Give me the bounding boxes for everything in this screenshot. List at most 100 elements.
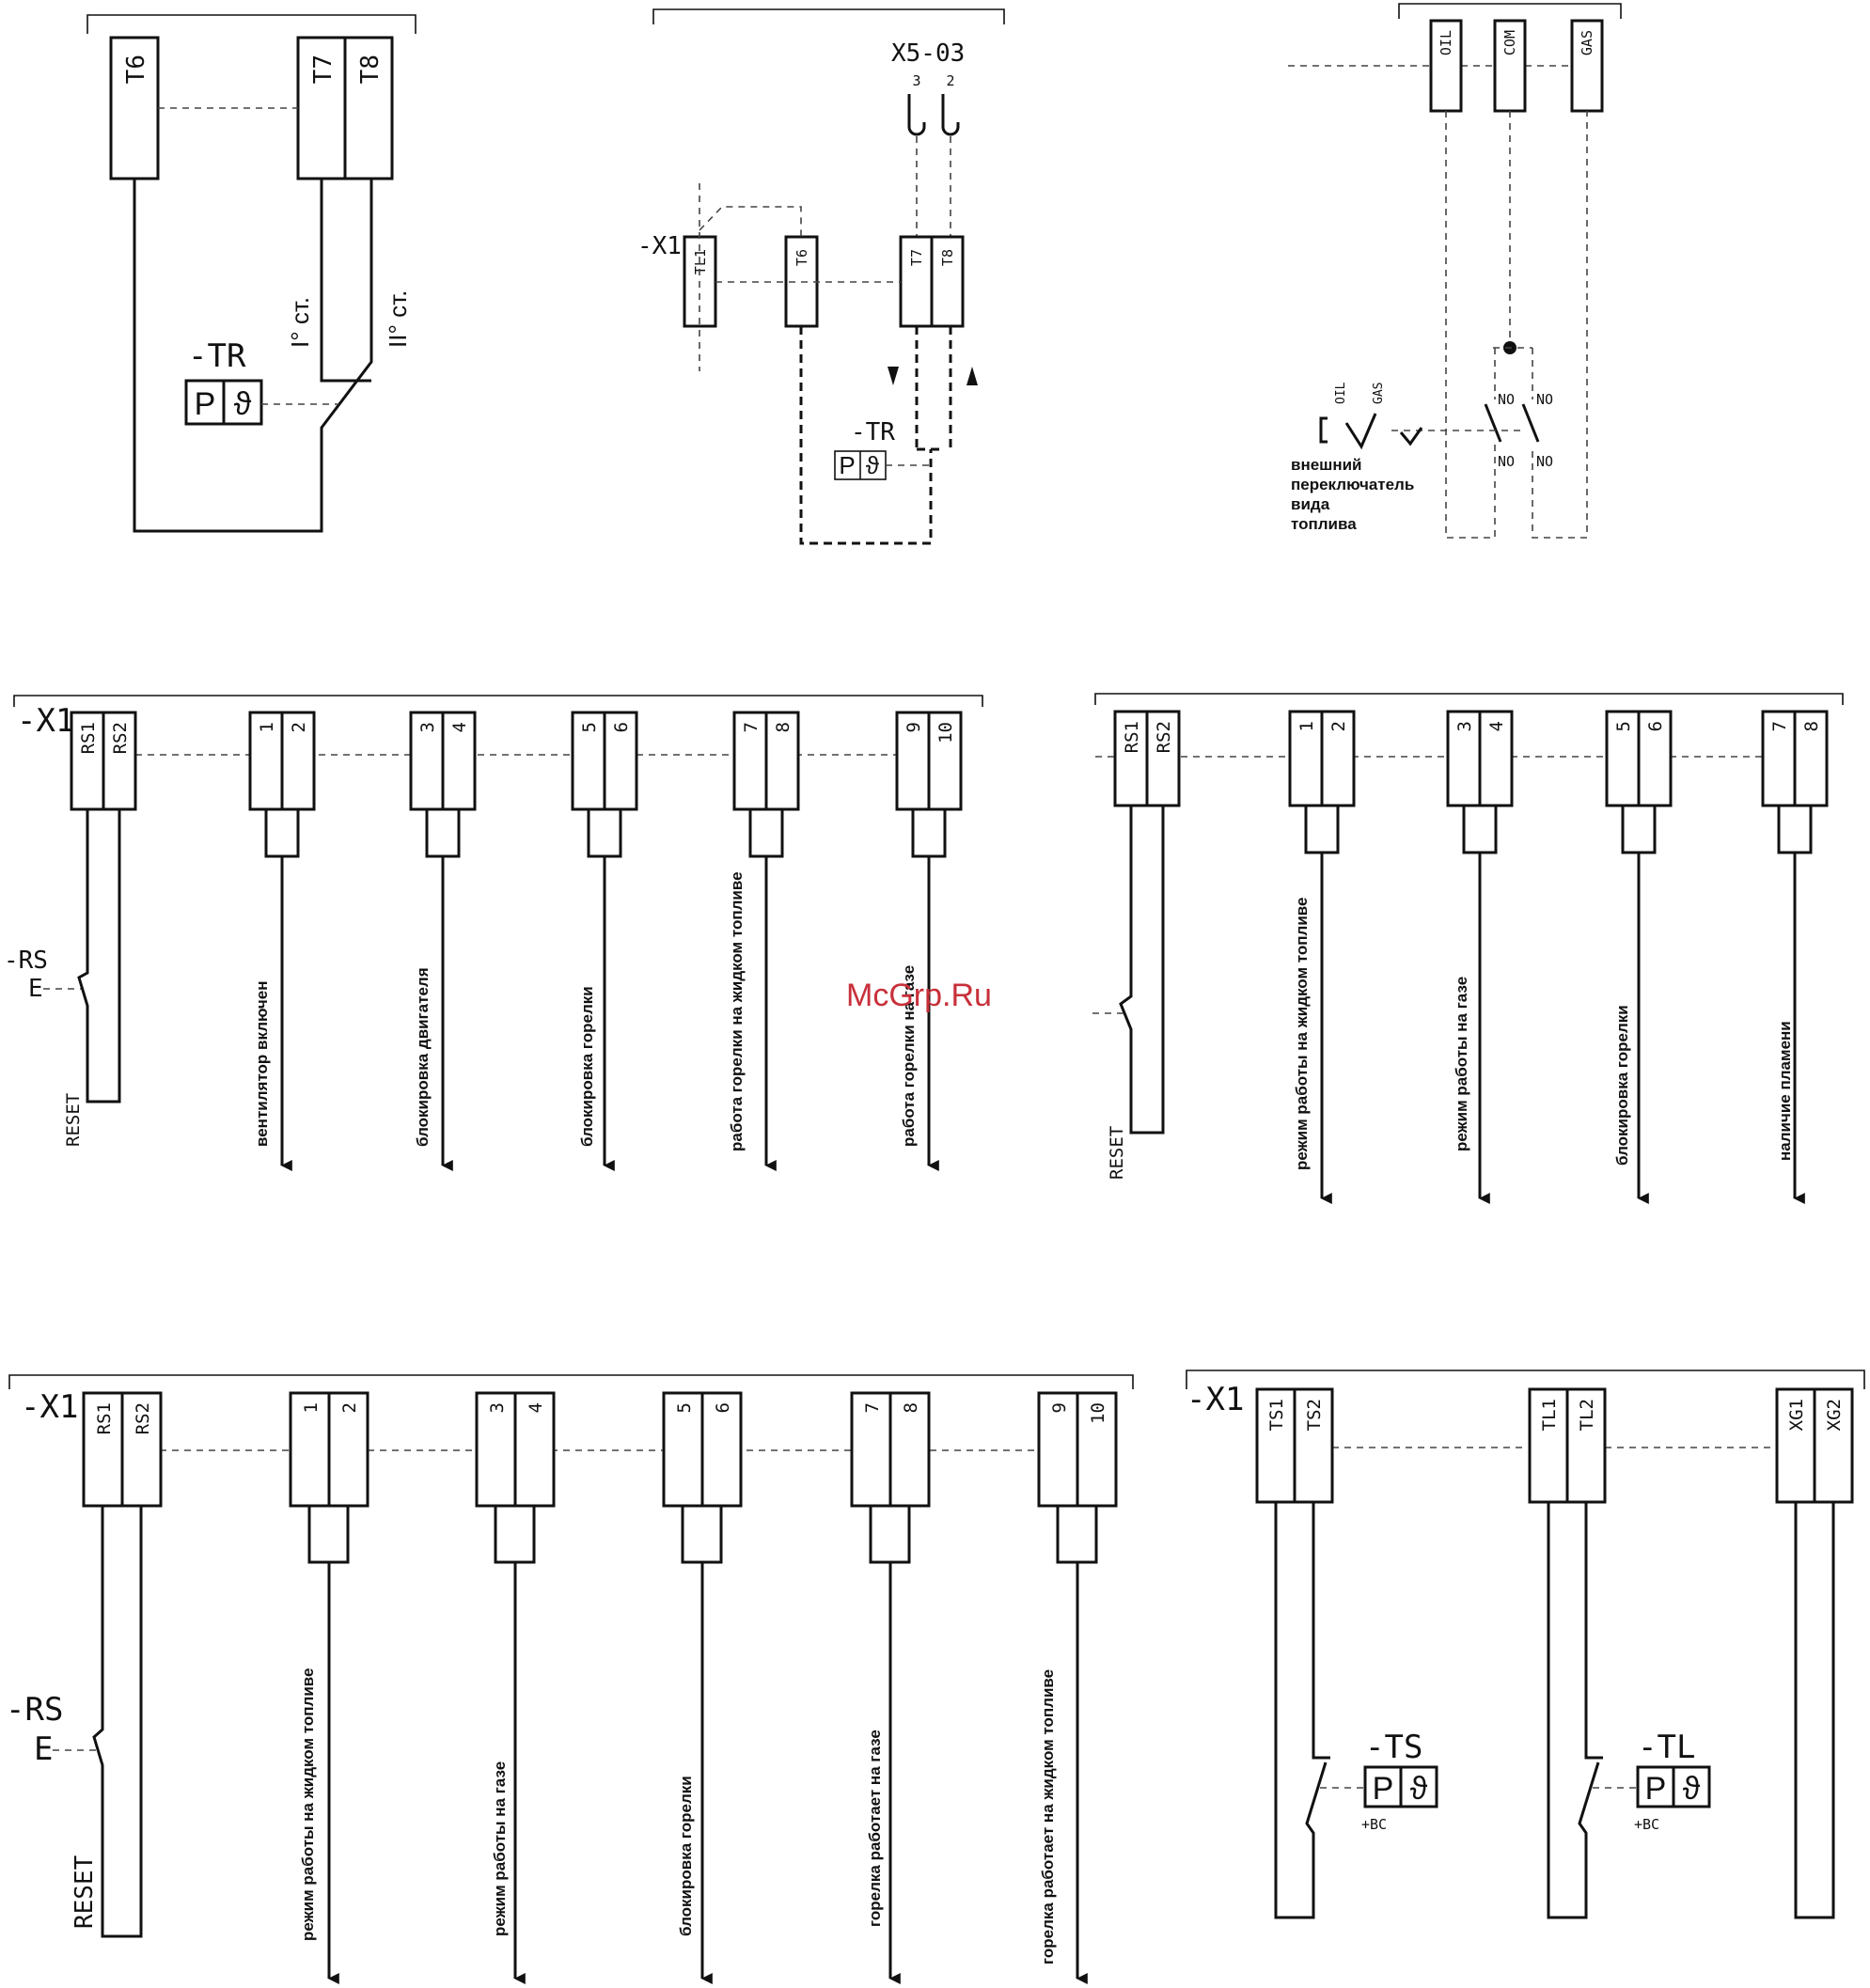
terminal-pair-1-2: 1 2 режим работы на жидком топливе — [289, 1391, 369, 1984]
pin-3-socket — [907, 94, 926, 136]
strip-x1-label: -X1 — [637, 232, 682, 260]
terminal-gas — [1570, 19, 1604, 113]
terminal-label: TS1 — [1266, 1399, 1287, 1431]
terminal-pair-3-4: 3 4 режим работы на газе — [475, 1391, 556, 1984]
terminal-label: 8 — [1801, 721, 1822, 731]
terminal-label: OIL — [1438, 30, 1454, 55]
device-tr-label: -TR — [851, 418, 895, 446]
signal-label: режим работы на жидком топливе — [1293, 898, 1311, 1170]
terminal-label: 6 — [611, 722, 632, 732]
diagram-x1-signals-c: -X1 RS1 RS2 -RS E RESET 1 2 режим работы… — [6, 1374, 1134, 1984]
strip-x1-label: -X1 — [17, 702, 74, 740]
terminal-label: RS2 — [133, 1402, 153, 1434]
pin-2-label: 2 — [946, 72, 954, 89]
stage-2-label: II° ст. — [384, 290, 412, 348]
terminal-pair-9-10: 9 10 работа горелки на газе — [895, 711, 963, 1171]
terminal-rs2 — [120, 1391, 163, 1508]
terminal-label: 8 — [773, 722, 794, 732]
arrow-up-icon — [966, 367, 978, 385]
switch-rs-label: -RS — [6, 1691, 63, 1729]
terminal-label: 10 — [1088, 1402, 1108, 1424]
contact-no-label: NO — [1536, 453, 1553, 470]
terminal-label: 3 — [417, 722, 438, 732]
signal-label: блокировка горелки — [677, 1776, 695, 1936]
terminal-label: XG1 — [1786, 1399, 1807, 1431]
terminal-label: 4 — [449, 722, 470, 732]
diagram-connector-x5-03: X5-03 3 2 -X1 TL1 T6 T7 T8 -TR P ϑ — [637, 8, 1005, 545]
terminal-rs2 — [1145, 710, 1181, 807]
terminal-label: GAS — [1579, 30, 1595, 55]
signal-label: работа горелки на жидком топливе — [728, 871, 746, 1151]
strip-x1-label: -X1 — [21, 1388, 78, 1426]
signal-label: блокировка горелки — [1613, 1005, 1631, 1166]
terminal-label: 7 — [741, 722, 762, 732]
terminal-label: 7 — [1769, 721, 1790, 731]
selector-caption-line: топлива — [1291, 515, 1357, 533]
theta-symbol: ϑ — [1410, 1771, 1428, 1807]
switch-e-label: E — [28, 975, 43, 1003]
terminal-pair-3-4: 3 4 блокировка двигателя — [409, 711, 477, 1171]
terminal-label: 3 — [487, 1402, 508, 1413]
device-tl-label: -TL — [1638, 1729, 1695, 1766]
terminal-oil — [1429, 19, 1463, 113]
signal-label: горелка работает на жидком топливе — [1039, 1669, 1057, 1965]
diagram-x1-signals-a: -X1 RS1 RS2 -RS E RESET 1 2 вентилятор в… — [4, 695, 983, 1171]
contact-no-label: NO — [1536, 391, 1553, 408]
device-tr-label: -TR — [188, 337, 246, 375]
terminal-label: RS1 — [78, 722, 99, 754]
strip-x1-label: -X1 — [1186, 1381, 1244, 1418]
terminal-label: TS2 — [1304, 1399, 1325, 1431]
terminal-pair-3-4: 3 4 режим работы на газе — [1446, 710, 1514, 1204]
switch-oil-label: OIL — [1334, 382, 1348, 404]
stage-1-label: I° ст. — [286, 297, 314, 348]
terminal-pair-1-2: 1 2 вентилятор включен — [248, 711, 316, 1171]
terminal-label: 1 — [1296, 721, 1317, 731]
signal-label: блокировка горелки — [578, 986, 596, 1147]
p-symbol: P — [1373, 1771, 1394, 1807]
terminal-label: 6 — [1645, 721, 1666, 731]
device-ts-label: -TS — [1365, 1729, 1422, 1766]
theta-symbol: ϑ — [1683, 1771, 1701, 1807]
contact-no-label: NO — [1498, 453, 1515, 470]
terminal-label: 7 — [862, 1402, 883, 1413]
terminal-rs2 — [102, 711, 137, 811]
signal-label: вентилятор включен — [253, 981, 271, 1147]
terminal-label: 2 — [1328, 721, 1349, 731]
terminal-label: 5 — [1613, 721, 1634, 731]
terminal-label: 4 — [1486, 721, 1507, 731]
terminal-label: TL2 — [1577, 1399, 1597, 1431]
switch-rs-label: -RS — [4, 947, 48, 975]
switch-gas-label: GAS — [1372, 383, 1386, 404]
bc-label: +BC — [1361, 1816, 1387, 1833]
terminal-label: 4 — [526, 1402, 546, 1413]
terminal-t8 — [930, 235, 965, 328]
theta-symbol: ϑ — [234, 386, 252, 422]
terminal-label: 8 — [901, 1402, 921, 1413]
terminal-label: RS2 — [1154, 721, 1174, 753]
terminal-pair-7-8: 7 8 горелка работает на газе — [850, 1391, 931, 1984]
terminal-label: T8 — [939, 249, 956, 266]
terminal-label: T6 — [794, 249, 810, 266]
diagram-ts-tl-xg: -X1 TS1 TS2 TL1 TL2 XG1 XG2 -TS P ϑ +BC … — [1186, 1370, 1865, 1919]
switch-e-label: E — [34, 1730, 53, 1768]
terminal-com — [1493, 19, 1527, 113]
p-symbol: P — [839, 451, 855, 479]
terminal-label: 9 — [904, 722, 924, 732]
terminal-label: 2 — [289, 722, 309, 732]
reset-label: RESET — [63, 1093, 84, 1147]
terminal-label: RS1 — [94, 1402, 115, 1434]
terminal-label: XG2 — [1824, 1399, 1845, 1431]
signal-label: режим работы на газе — [491, 1761, 509, 1936]
terminal-label: 1 — [301, 1402, 322, 1413]
terminal-tl2 — [1565, 1387, 1607, 1504]
terminal-label: 6 — [713, 1402, 733, 1413]
diagram-fuel-selector: OIL COM GAS NO NO NO NO OIL GAS внешний … — [1288, 3, 1622, 539]
watermark-text: McGrp.Ru — [846, 978, 992, 1013]
terminal-label: 5 — [579, 722, 600, 732]
signal-label: горелка работает на газе — [866, 1730, 884, 1927]
terminal-pair-5-6: 5 6 блокировка горелки — [662, 1391, 743, 1984]
pin-3-label: 3 — [912, 72, 920, 89]
terminal-label: T7 — [908, 249, 925, 266]
terminal-xg2 — [1813, 1387, 1854, 1504]
